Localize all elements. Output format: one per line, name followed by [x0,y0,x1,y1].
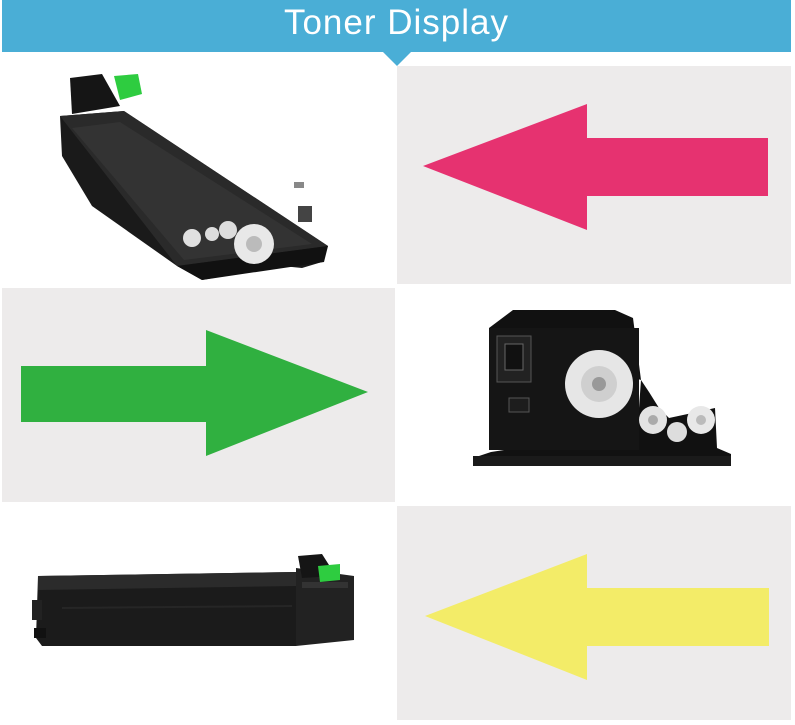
toner-end-view-image [473,310,731,466]
toner-top-view-image [60,74,328,280]
yellow-left-arrow [425,554,769,680]
green-right-arrow [21,330,368,456]
pink-arrow-panel [397,66,791,284]
toner-end-view-panel [397,288,791,502]
page-title: Toner Display [283,3,510,42]
green-arrow-panel [2,288,395,502]
toner-top-view-panel [2,66,395,284]
header-pointer [383,52,411,66]
header-banner: Toner Display [2,0,791,52]
pink-left-arrow [423,104,768,230]
toner-side-view-image [32,554,354,646]
yellow-arrow-panel [397,506,791,720]
toner-side-view-panel [2,506,395,720]
